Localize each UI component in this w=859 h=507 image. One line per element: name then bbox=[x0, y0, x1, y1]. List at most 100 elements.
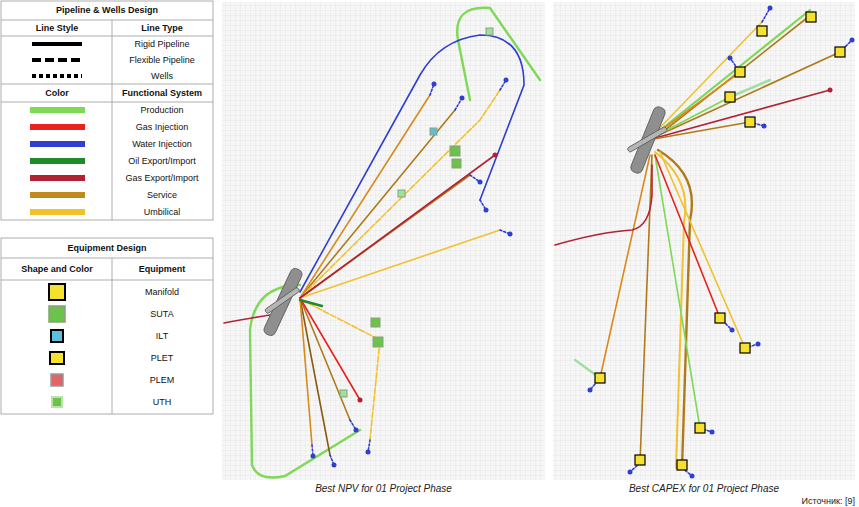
field-layout-map-part-part bbox=[575, 80, 770, 378]
column-header: Shape and Color bbox=[2, 263, 112, 275]
field-layout-map-part-part bbox=[627, 126, 668, 152]
field-layout-map-part-part bbox=[300, 300, 322, 306]
legend-table-part bbox=[112, 20, 113, 220]
legend-table-part bbox=[1, 102, 213, 103]
field-layout-map-part-part bbox=[340, 390, 347, 397]
field-layout-map-part-part bbox=[371, 318, 380, 327]
equipment-sample-part bbox=[49, 306, 65, 322]
field-layout-map-part-part bbox=[757, 26, 767, 36]
legend-swatch bbox=[30, 141, 85, 147]
legend-table-part bbox=[1, 20, 213, 21]
field-layout-map-part-part bbox=[690, 474, 695, 479]
field-layout-map-part-part bbox=[635, 455, 645, 465]
column-header: Equipment bbox=[112, 263, 212, 275]
column-header: Functional System bbox=[112, 87, 212, 99]
field-layout-map-part-part bbox=[655, 155, 720, 318]
equipment-sample-part bbox=[52, 397, 62, 407]
field-layout-map-part-part bbox=[493, 153, 498, 158]
field-layout-map-part bbox=[340, 28, 493, 397]
legend-text: Service bbox=[112, 189, 212, 201]
field-layout-map-part-part bbox=[332, 463, 337, 468]
line-style-sample-part bbox=[32, 58, 82, 62]
legend-table-part bbox=[1, 36, 213, 37]
field-layout-map-part bbox=[224, 8, 540, 478]
field-layout-map-part-part bbox=[806, 12, 816, 22]
legend-text: Production bbox=[112, 104, 212, 116]
line-style-sample bbox=[32, 44, 82, 76]
field-layout-map-part-part bbox=[715, 313, 725, 323]
field-layout-map-part-part bbox=[300, 110, 455, 298]
legend-table-part bbox=[1, 280, 213, 281]
field-layout-map-part-part bbox=[312, 80, 510, 465]
column-header: Line Style bbox=[2, 22, 112, 34]
field-layout-map-part-part bbox=[478, 180, 483, 185]
legend-text: Wells bbox=[112, 70, 212, 82]
source-note: Источник: [9] bbox=[690, 495, 855, 507]
equipment-sample-part bbox=[50, 352, 64, 364]
legend-table-part bbox=[1, 84, 213, 85]
field-layout-map-part-part bbox=[655, 155, 700, 428]
field-layout-map-part-part bbox=[710, 430, 715, 435]
field-layout-map-part-part bbox=[762, 124, 767, 129]
equipment-sample-part bbox=[51, 374, 63, 386]
legend-swatch bbox=[30, 192, 85, 198]
equipment-sample-part bbox=[49, 284, 65, 300]
field-layout-map-part-part bbox=[730, 328, 735, 333]
field-layout-map-part-part bbox=[300, 298, 312, 445]
field-layout-map-part-part bbox=[504, 78, 509, 83]
field-layout-map-part-part bbox=[398, 190, 405, 197]
field-layout-map-part bbox=[588, 6, 855, 479]
field-layout-map-part-part bbox=[300, 298, 330, 455]
legend-swatch bbox=[30, 158, 85, 164]
field-layout-map-part-part bbox=[850, 38, 855, 43]
field-layout-map-part-part bbox=[300, 95, 430, 298]
field-layout-map-part-part bbox=[756, 342, 761, 347]
legend-text: Gas Export/Import bbox=[112, 172, 212, 184]
field-layout-map-part-part bbox=[725, 92, 735, 102]
field-layout-map-part-part bbox=[588, 388, 593, 393]
field-layout-map-part bbox=[555, 8, 852, 476]
field-layout-map-part-part bbox=[452, 159, 461, 168]
field-layout-map-part-part bbox=[648, 90, 830, 140]
legend-swatch bbox=[30, 124, 85, 130]
legend-text: ILT bbox=[112, 330, 212, 342]
equipment-sample bbox=[49, 284, 65, 407]
field-layout-map bbox=[553, 2, 855, 480]
field-layout-map-part-part bbox=[555, 165, 652, 245]
legend-text: Oil Export/Import bbox=[112, 155, 212, 167]
table-title: Equipment Design bbox=[2, 242, 212, 254]
legend-swatch bbox=[30, 209, 85, 215]
legend-text: Gas Injection bbox=[112, 121, 212, 133]
legend-text: Rigid Pipeline bbox=[112, 38, 212, 50]
field-layout-map-part-part bbox=[648, 52, 840, 140]
legend-table-part bbox=[1, 238, 213, 414]
field-layout-map-part-part bbox=[373, 337, 383, 347]
field-layout-map-part-part bbox=[262, 267, 303, 337]
legend-text: PLEM bbox=[112, 374, 212, 386]
field-layout-map-part-part bbox=[677, 460, 687, 470]
field-layout-map-part-part bbox=[768, 6, 773, 11]
field-layout-map-part-part bbox=[640, 155, 652, 463]
field-layout-map-part-part bbox=[600, 155, 650, 378]
equipment-sample-part bbox=[51, 330, 63, 342]
field-layout-map-part bbox=[595, 12, 845, 470]
field-layout-map-part bbox=[222, 2, 545, 480]
figure-caption: Best CAPEX for 01 Project Phase bbox=[553, 483, 855, 495]
field-layout-map-part-part bbox=[590, 8, 852, 476]
field-layout-map-part-part bbox=[450, 146, 460, 156]
field-layout-map-part-part bbox=[660, 152, 745, 348]
field-layout-map-part-part bbox=[735, 67, 745, 77]
field-layout-map-part-part bbox=[300, 155, 495, 298]
column-header: Line Type bbox=[112, 22, 212, 34]
legend-text: SUTA bbox=[112, 308, 212, 320]
legend-text: Umbilical bbox=[112, 206, 212, 218]
field-layout-map bbox=[222, 2, 545, 480]
field-layout-map-part-part bbox=[484, 208, 489, 213]
legend-table bbox=[1, 1, 213, 414]
legend-text: Water Injection bbox=[112, 138, 212, 150]
legend-text: Flexible Pipeline bbox=[112, 54, 212, 66]
field-layout-map-part-part bbox=[358, 398, 363, 403]
field-layout-map-part-part bbox=[460, 96, 465, 101]
field-layout-map-part-part bbox=[835, 47, 845, 57]
field-layout-map-part-part bbox=[250, 285, 360, 478]
